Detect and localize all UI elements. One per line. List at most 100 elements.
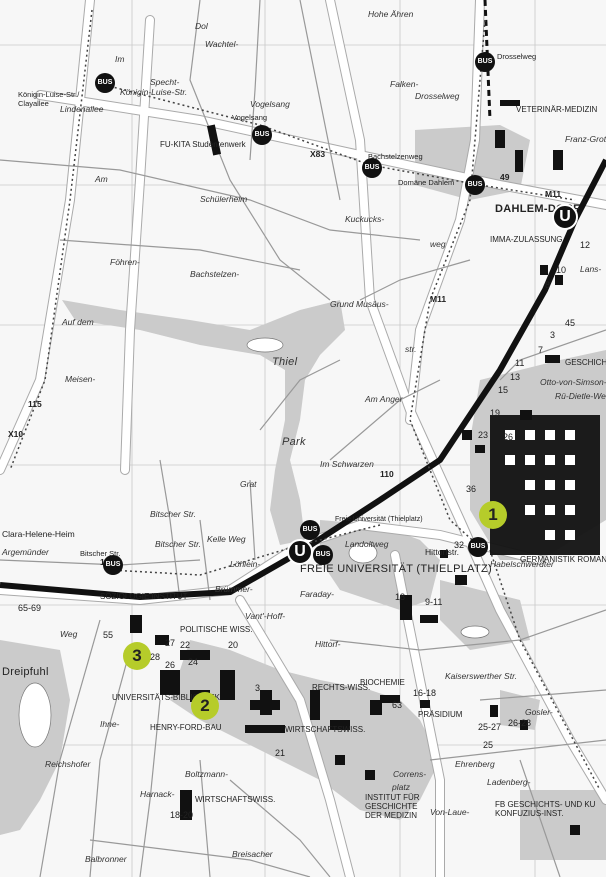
street-label: Faraday-: [300, 589, 335, 599]
house-number: 55: [103, 630, 114, 640]
street-label: Am: [95, 174, 108, 184]
street-label: Bachstelzen-: [190, 269, 240, 279]
house-number: 25-27: [478, 722, 502, 732]
house-number: 26: [165, 660, 176, 670]
bus-stop-icon[interactable]: BUS: [468, 537, 488, 557]
house-number: 23: [478, 430, 489, 440]
house-number: 10: [556, 265, 567, 275]
house-number: 20: [228, 640, 239, 650]
street-label: Dol: [195, 21, 208, 31]
park-label: Dreipfuhl: [2, 666, 49, 678]
house-number: 7: [538, 345, 544, 355]
location-marker-2[interactable]: 2: [191, 692, 219, 720]
house-number: 18-20: [170, 810, 194, 820]
house-number: 16-18: [413, 688, 437, 698]
street-label: Ladenberg-: [487, 777, 531, 787]
u-bahn-station-icon[interactable]: U: [287, 539, 313, 565]
house-number: 19: [490, 408, 501, 418]
bus-stop-icon[interactable]: BUS: [313, 545, 333, 565]
park-label: Park: [282, 436, 306, 448]
bus-stop-label: Königin-Luise-Str./ Clayallee: [18, 90, 80, 108]
street-label: Harnack-: [140, 789, 175, 799]
place-label: WIRTSCHAFTSWISS.: [195, 795, 276, 804]
house-number: 18: [395, 592, 406, 602]
place-label: BIOCHEMIE: [360, 678, 405, 687]
route-label: 115: [28, 399, 42, 409]
street-label: Bitscher Str.: [155, 539, 201, 549]
street-label: Vogelsang: [250, 99, 290, 109]
route-label: X83: [310, 149, 326, 159]
place-label: POLITISCHE WISS.: [180, 625, 253, 634]
street-label: Hittorf-: [315, 639, 341, 649]
place-label: GERMANISTIK ROMANISTIK: [520, 555, 606, 564]
street-label: Drosselweg: [415, 91, 460, 101]
house-number: 25: [483, 740, 494, 750]
house-number: 65-69: [18, 603, 42, 613]
street-label: Im: [115, 54, 125, 64]
street-label: Reichshofer: [45, 759, 91, 769]
house-number: 28: [150, 652, 161, 662]
house-number: 15: [498, 385, 509, 395]
place-label: FREIE UNIVERSITÄT (THIELPLATZ): [300, 563, 492, 575]
street-label: Ehrenberg: [455, 759, 495, 769]
street-label: Franz-Grothe-: [565, 134, 606, 144]
route-label: X10: [8, 429, 24, 439]
bus-stop-icon[interactable]: BUS: [362, 158, 382, 178]
bus-stop-icon[interactable]: BUS: [465, 175, 485, 195]
street-label: Bitscher Str.: [150, 509, 196, 519]
street-label: Am Anger: [365, 394, 403, 404]
street-label: Meisen-: [65, 374, 96, 384]
place-label: HENRY-FORD-BAU: [150, 723, 222, 732]
bus-stop-icon[interactable]: BUS: [103, 555, 123, 575]
street-label: Lindenallee: [60, 104, 104, 114]
house-number: 22: [180, 640, 191, 650]
bus-stop-label: Bachstelzenweg: [368, 152, 423, 161]
street-label: Balbronner: [85, 854, 127, 864]
place-label: INSTITUT FÜR GESCHICHTE DER MEDIZIN: [365, 793, 420, 820]
street-label: Otto-von-Simson-Str.: [540, 377, 606, 387]
street-label: Löhlein-: [230, 559, 261, 569]
house-number: 9-11: [425, 597, 443, 607]
street-label: Kuckucks-: [345, 214, 385, 224]
house-number: 45: [565, 318, 576, 328]
street-label: Boltzmann-: [185, 769, 228, 779]
bus-stop-icon[interactable]: BUS: [95, 73, 115, 93]
house-number: 11: [515, 358, 525, 368]
location-marker-1[interactable]: 1: [479, 501, 507, 529]
street-label: Kelle Weg: [207, 534, 246, 544]
house-number: 26-28: [508, 718, 532, 728]
place-label: VETERINÄR-MEDIZIN: [516, 105, 598, 114]
place-label: FU-KITA Studentenwerk: [160, 140, 246, 149]
house-number: 12: [580, 240, 591, 250]
street-label: str.: [405, 344, 417, 354]
place-label: GESCHICHTE UND KULTU: [565, 358, 606, 367]
house-number: 21: [275, 748, 286, 758]
place-label: Clara-Helene-Heim: [2, 529, 75, 539]
location-marker-3[interactable]: 3: [123, 642, 151, 670]
building-courtyards: [505, 430, 575, 540]
street-label: platz: [392, 782, 410, 792]
house-number: 27: [165, 638, 176, 648]
street-label: Falken-: [390, 79, 419, 89]
street-label: Im Schwarzen: [320, 459, 374, 469]
street-label: Auf dem: [62, 317, 94, 327]
place-label: FB GESCHICHTS- UND KU KONFUZIUS-INST.: [495, 800, 596, 818]
place-label: WIRTSCHAFTSWISS.: [285, 725, 366, 734]
u-bahn-station-icon[interactable]: U: [552, 204, 578, 230]
street-label: Habelschwerdter: [490, 559, 554, 569]
place-label: Freie Universität (Thielplatz): [335, 516, 423, 523]
bus-stop-icon[interactable]: BUS: [300, 520, 320, 540]
house-number: 32: [454, 540, 465, 550]
street-label: Correns-: [393, 769, 427, 779]
bus-stop-label: Vogelsang: [232, 113, 268, 122]
bus-stop-icon[interactable]: BUS: [252, 125, 272, 145]
house-number: 13: [510, 372, 521, 382]
bus-stop-icon[interactable]: BUS: [475, 52, 495, 72]
house-number: 8: [545, 280, 551, 290]
street-label: Lans-: [580, 264, 602, 274]
place-label: IMMA-ZULASSUNG: [490, 235, 563, 244]
